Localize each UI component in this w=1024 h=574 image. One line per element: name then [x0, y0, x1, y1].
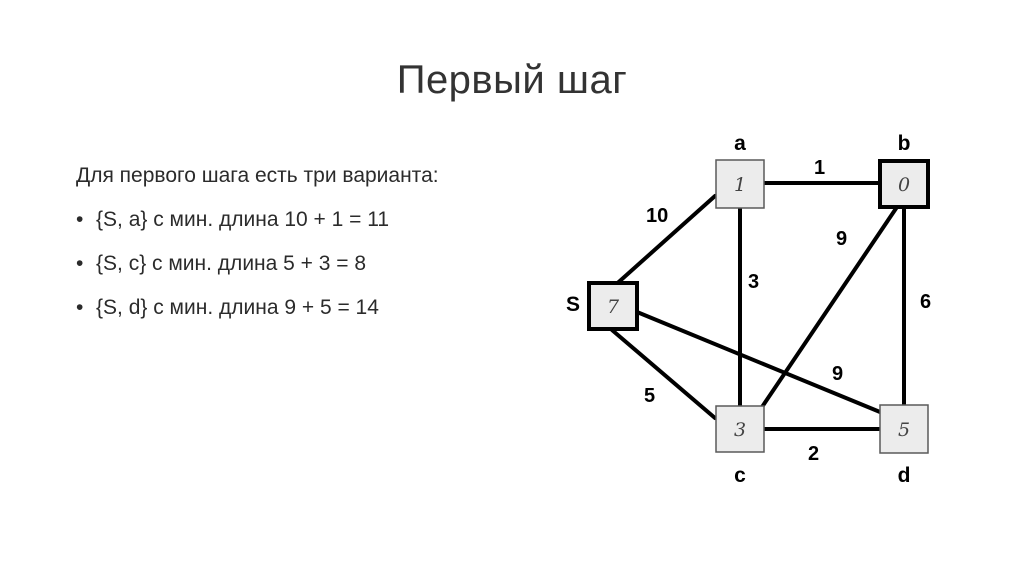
weight-c-b: 9	[836, 228, 847, 250]
node-value-b: 0	[898, 174, 910, 196]
edge-s-a	[610, 194, 717, 290]
node-name-s: S	[566, 293, 580, 316]
weight-s-d: 9	[832, 363, 843, 385]
bullet-text: {S, d} с мин. длина 9 + 5 = 14	[96, 296, 379, 319]
graph-node-d: 5 d	[879, 404, 929, 487]
bullet-symbol: •	[76, 296, 84, 319]
edge-c-b	[760, 205, 899, 409]
slide-title: Первый шаг	[396, 58, 628, 102]
intro-text: Для первого шага есть три варианта:	[76, 164, 439, 187]
node-name-a: a	[734, 132, 746, 155]
node-box-d	[879, 404, 929, 454]
weight-c-d: 2	[808, 443, 819, 465]
graph-node-c: 3 c	[715, 405, 765, 487]
weight-s-a: 10	[646, 205, 668, 227]
bullet-item: • {S, a} с мин. длина 10 + 1 = 11	[76, 198, 576, 242]
graph-node-s: 7 S	[566, 281, 639, 331]
weight-a-c: 3	[748, 271, 759, 293]
node-value-d: 5	[898, 419, 910, 441]
node-value-c: 3	[734, 419, 746, 441]
edge-s-d	[635, 310, 882, 414]
node-value-s: 7	[607, 296, 620, 318]
bullet-symbol: •	[76, 252, 84, 275]
graph-node-b: 0 b	[878, 132, 930, 209]
bullet-item: • {S, c} с мин. длина 5 + 3 = 8	[76, 242, 576, 286]
bullet-text: {S, c} с мин. длина 5 + 3 = 8	[96, 252, 367, 275]
node-box-s	[587, 281, 639, 331]
node-name-b: b	[898, 132, 911, 155]
bullet-item: • {S, d} с мин. длина 9 + 5 = 14	[76, 286, 576, 330]
edge-s-c	[610, 328, 717, 420]
weight-s-c: 5	[644, 385, 655, 407]
bullet-symbol: •	[76, 208, 84, 231]
weight-b-d: 6	[920, 291, 931, 313]
node-name-c: c	[734, 464, 746, 487]
node-name-d: d	[898, 464, 911, 487]
node-box-b	[878, 159, 930, 209]
graph-node-a: 1 a	[715, 132, 765, 209]
node-box-a	[715, 159, 765, 209]
graph-edges	[610, 181, 906, 431]
node-box-c	[715, 405, 765, 453]
edge-weights: 10 1 3 9 6 9 5 2	[644, 157, 931, 465]
weight-a-b: 1	[814, 157, 825, 179]
slide-body: Для первого шага есть три варианта: • {S,…	[76, 154, 576, 330]
node-value-a: 1	[734, 174, 746, 196]
bullet-text: {S, a} с мин. длина 10 + 1 = 11	[96, 208, 390, 231]
